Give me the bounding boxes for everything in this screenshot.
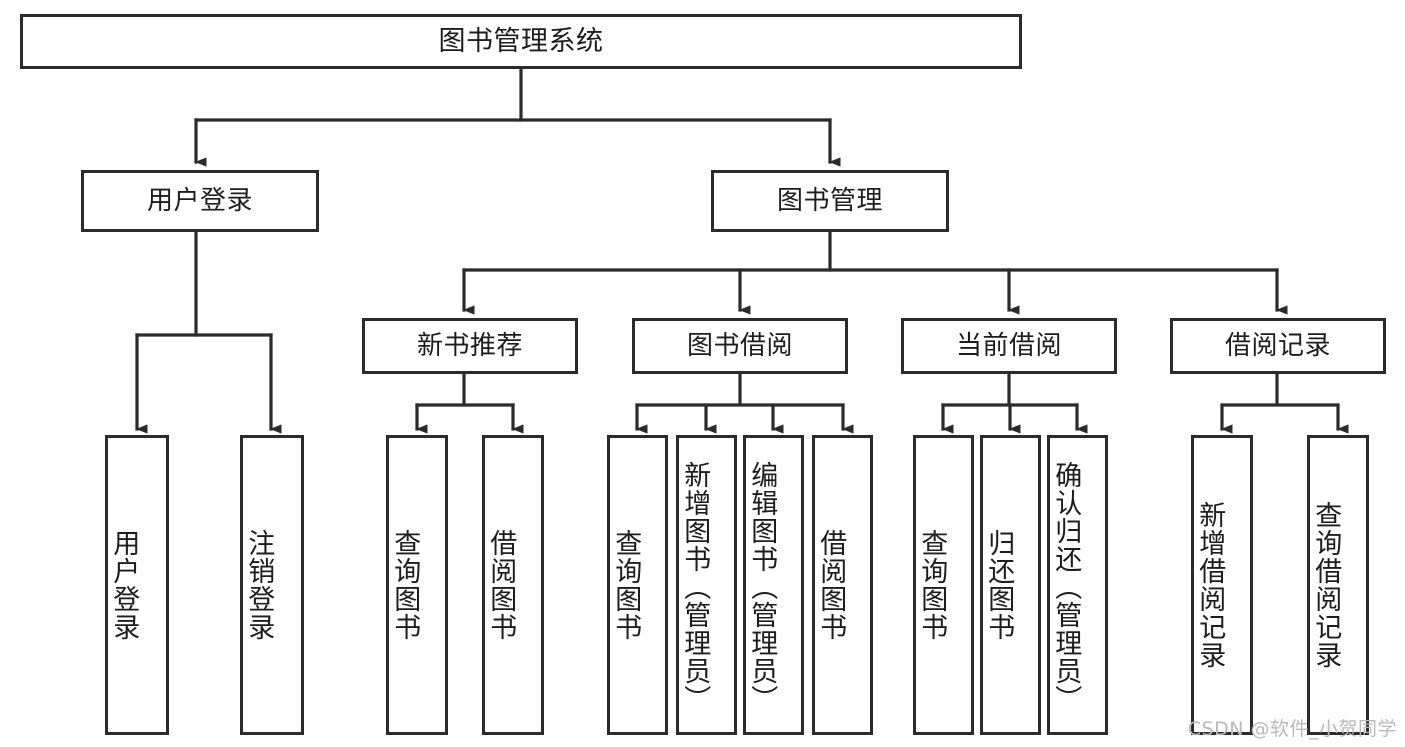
node-leaf-borrow-book-1[interactable]: 借阅图书: [482, 435, 544, 735]
node-leaf-user-logout[interactable]: 注销登录: [240, 435, 304, 735]
node-borrow-record[interactable]: 借阅记录: [1170, 318, 1386, 374]
node-leaf-user-login-label: 用户登录: [108, 529, 140, 641]
node-leaf-confirm-return[interactable]: 确认归还（管理员）: [1047, 435, 1108, 735]
node-leaf-add-book-label: 新增图书（管理员）: [679, 461, 711, 713]
node-book-manage[interactable]: 图书管理: [711, 170, 949, 232]
node-leaf-query-record-label: 查询借阅记录: [1310, 501, 1342, 669]
node-leaf-query-book-2-label: 查询图书: [610, 529, 642, 641]
node-leaf-borrow-book-2[interactable]: 借阅图书: [812, 435, 873, 735]
node-new-book-recommend[interactable]: 新书推荐: [362, 318, 578, 374]
node-leaf-borrow-book-2-label: 借阅图书: [815, 529, 847, 641]
node-leaf-confirm-return-label: 确认归还（管理员）: [1050, 461, 1082, 713]
node-leaf-edit-book[interactable]: 编辑图书（管理员）: [743, 435, 804, 735]
node-leaf-return-book[interactable]: 归还图书: [980, 435, 1041, 735]
node-borrow-record-label: 借阅记录: [1224, 330, 1331, 361]
node-leaf-add-record-label: 新增借阅记录: [1194, 501, 1226, 669]
node-user-login-label: 用户登录: [146, 185, 253, 216]
node-leaf-edit-book-label: 编辑图书（管理员）: [746, 461, 778, 713]
node-book-borrow[interactable]: 图书借阅: [632, 318, 848, 374]
node-user-login[interactable]: 用户登录: [81, 170, 319, 232]
node-leaf-borrow-book-1-label: 借阅图书: [485, 529, 517, 641]
node-leaf-user-login[interactable]: 用户登录: [105, 435, 169, 735]
node-current-borrow[interactable]: 当前借阅: [901, 318, 1117, 374]
node-leaf-query-book-3-label: 查询图书: [916, 529, 948, 641]
node-leaf-query-record[interactable]: 查询借阅记录: [1307, 435, 1369, 735]
node-book-manage-label: 图书管理: [776, 185, 883, 216]
node-leaf-add-record[interactable]: 新增借阅记录: [1191, 435, 1253, 735]
node-leaf-query-book-1[interactable]: 查询图书: [386, 435, 448, 735]
node-new-book-recommend-label: 新书推荐: [416, 330, 523, 361]
node-leaf-query-book-1-label: 查询图书: [389, 529, 421, 641]
node-root-book-management-system[interactable]: 图书管理系统: [20, 14, 1022, 69]
node-current-borrow-label: 当前借阅: [955, 330, 1062, 361]
node-root-label: 图书管理系统: [438, 25, 604, 57]
node-leaf-query-book-3[interactable]: 查询图书: [913, 435, 974, 735]
node-leaf-query-book-2[interactable]: 查询图书: [607, 435, 668, 735]
node-leaf-add-book[interactable]: 新增图书（管理员）: [676, 435, 737, 735]
node-book-borrow-label: 图书借阅: [686, 330, 793, 361]
node-leaf-user-logout-label: 注销登录: [243, 529, 275, 641]
node-leaf-return-book-label: 归还图书: [983, 529, 1015, 641]
